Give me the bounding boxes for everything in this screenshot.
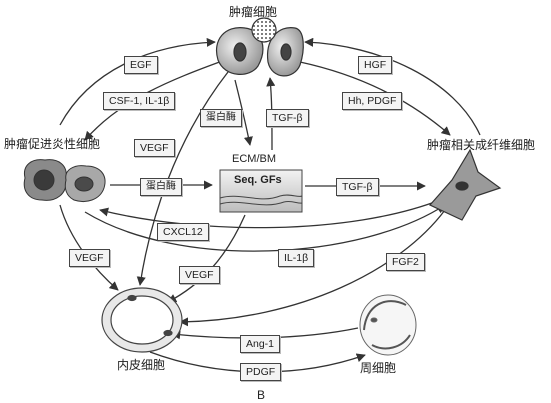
tumor-cells: [216, 17, 304, 77]
ecm-block: [219, 169, 303, 213]
arrow-fgf2: [179, 209, 446, 327]
factor-ang1: Ang-1: [240, 335, 281, 353]
factor-hgf: HGF: [358, 56, 393, 74]
factor-egf: EGF: [124, 56, 158, 74]
fibroblast-cell: [429, 148, 502, 221]
factor-protease-mid: 蛋白酶: [140, 178, 182, 196]
factor-vegf-tumor: VEGF: [134, 139, 175, 157]
panel-label: B: [257, 388, 266, 402]
arrow-hh: [299, 61, 451, 136]
factor-vegf-ecm: VEGF: [179, 266, 220, 284]
arrow-protease-top: [234, 79, 253, 146]
factor-vegf-inflam: VEGF: [69, 249, 110, 267]
factor-protease-top: 蛋白酶: [200, 109, 242, 127]
pericyte-vessel: [359, 294, 417, 356]
arrow-cxcl12: [99, 199, 441, 229]
factor-tgfb-mid: TGF-β: [336, 178, 379, 196]
factor-tgfb-top: TGF-β: [266, 109, 309, 127]
label-inflammatory-cell: 肿瘤促进炎性细胞: [4, 137, 101, 151]
factor-csf: CSF-1, IL-1β: [103, 92, 176, 110]
label-seq-gfs: Seq. GFs: [234, 174, 282, 186]
label-fibroblast: 肿瘤相关成纤维细胞: [427, 138, 536, 152]
factor-cxcl12: CXCL12: [157, 223, 209, 241]
arrow-hgf: [304, 37, 481, 136]
factor-pdgf: PDGF: [240, 363, 282, 381]
label-endothelial: 内皮细胞: [117, 358, 166, 372]
endothelial-vessel: [101, 287, 183, 353]
label-pericyte: 周细胞: [360, 361, 397, 375]
inflammatory-cells: [23, 159, 106, 202]
arrow-egf: [59, 37, 216, 126]
arrow-il1b: [84, 204, 446, 252]
factor-hh-pdgf: Hh, PDGF: [342, 92, 403, 110]
arrow-vegf-inflam: [59, 204, 119, 291]
label-tumor-cell: 肿瘤细胞: [229, 5, 278, 19]
label-ecm: ECM/BM: [232, 153, 276, 165]
factor-il1b: IL-1β: [278, 249, 315, 267]
factor-fgf2: FGF2: [386, 253, 425, 271]
